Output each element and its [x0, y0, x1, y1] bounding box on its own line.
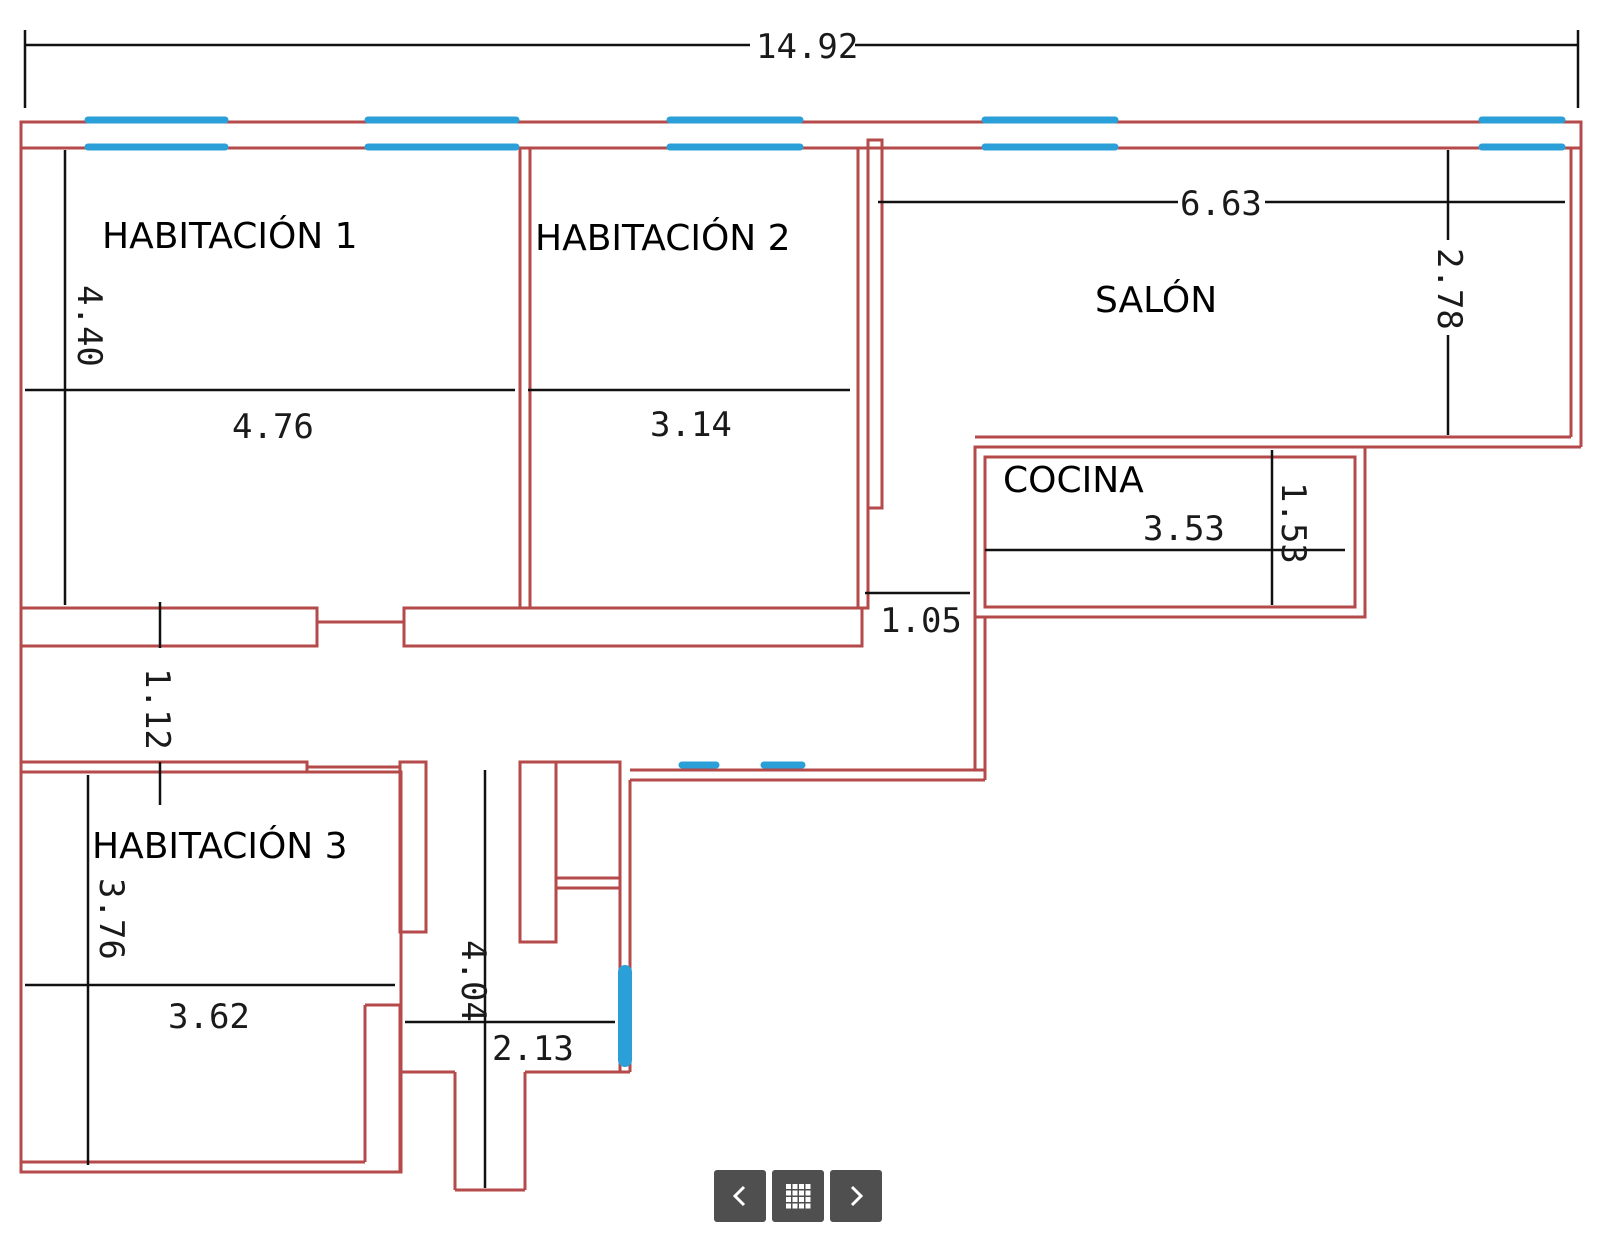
walls [19, 120, 1583, 1192]
dimension-salon-width: 6.63 [1180, 184, 1262, 224]
grid-view-button[interactable] [772, 1170, 824, 1222]
dimension-hab1-height: 4.40 [69, 285, 109, 367]
chevron-right-icon [850, 1185, 864, 1207]
room-label-salon: SALÓN [1095, 279, 1217, 321]
dimension-hab1-width: 4.76 [232, 407, 314, 447]
gallery-navigation [714, 1170, 882, 1222]
dimension-bath-height: 4.04 [453, 940, 493, 1022]
windows [84, 116, 1566, 1067]
chevron-left-icon [732, 1185, 746, 1207]
dimension-hab3-width: 3.62 [168, 997, 250, 1037]
dimension-hab3-height: 3.76 [91, 878, 131, 960]
dimension-corridor-height: 1.12 [137, 668, 177, 750]
next-button[interactable] [830, 1170, 882, 1222]
room-label-habitacion-1: HABITACIÓN 1 [102, 215, 358, 257]
room-label-habitacion-3: HABITACIÓN 3 [92, 825, 348, 867]
room-label-cocina: COCINA [1003, 460, 1144, 501]
dimension-cocina-height: 1.53 [1273, 482, 1313, 564]
dimension-bath-width: 2.13 [492, 1029, 574, 1069]
dimension-passage-width: 1.05 [880, 601, 962, 641]
grid-icon [786, 1184, 811, 1209]
room-label-habitacion-2: HABITACIÓN 2 [535, 217, 791, 259]
dimension-hab2-width: 3.14 [650, 405, 732, 445]
previous-button[interactable] [714, 1170, 766, 1222]
dimension-lines [23, 30, 1580, 1188]
dimension-cocina-width: 3.53 [1143, 509, 1225, 549]
dimension-total-width: 14.92 [756, 27, 858, 67]
dimension-salon-height: 2.78 [1429, 248, 1469, 330]
